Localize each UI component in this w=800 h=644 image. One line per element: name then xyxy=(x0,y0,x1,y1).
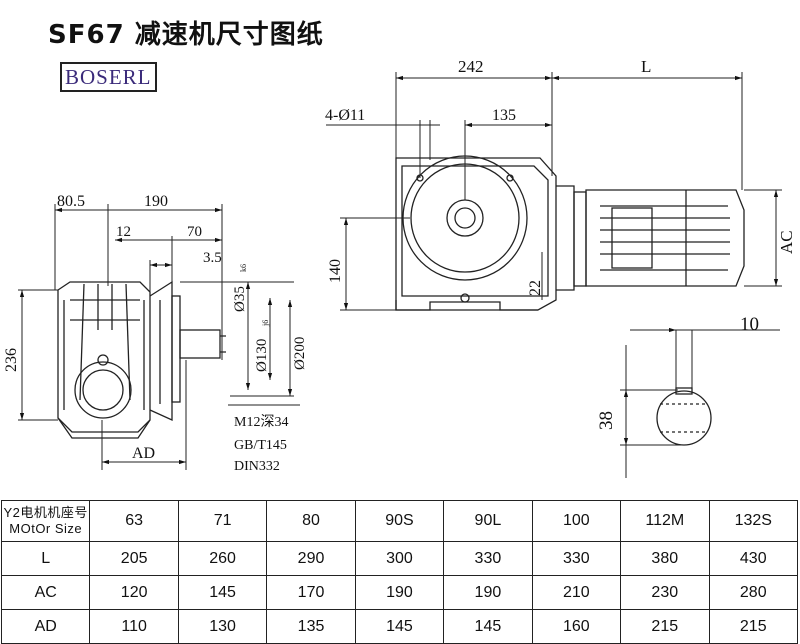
size-cell: 80 xyxy=(266,500,356,542)
dim-l: L xyxy=(641,57,651,76)
table-cell: 120 xyxy=(89,575,179,610)
page-title: SF67 减速机尺寸图纸 xyxy=(48,20,324,50)
dim-10: 10 xyxy=(740,314,759,335)
dim-38: 38 xyxy=(596,411,617,430)
table-cell: 190 xyxy=(443,575,533,610)
side-view xyxy=(57,280,226,439)
front-view xyxy=(395,155,745,311)
dim-130-tolerance: j6 xyxy=(261,320,270,327)
dim-236: 236 xyxy=(3,348,20,372)
size-cell: 100 xyxy=(531,500,622,542)
dim-ac: AC xyxy=(777,230,796,254)
size-cell: 90L xyxy=(443,500,533,542)
table-cell: 160 xyxy=(531,609,622,644)
table-cell: 330 xyxy=(531,541,622,576)
dim-3-5: 3.5 xyxy=(203,250,222,266)
table-row: AC 120 145 170 190 190 210 230 280 xyxy=(0,575,798,610)
table-cell: 330 xyxy=(443,541,533,576)
table-cell: 380 xyxy=(620,541,710,576)
dim-35-tolerance: k6 xyxy=(239,264,248,272)
row-label: AD xyxy=(0,609,91,644)
dim-22: 22 xyxy=(527,280,544,296)
table-row: L 205 260 290 300 330 330 380 430 xyxy=(0,541,798,576)
table-cell: 430 xyxy=(708,541,798,576)
table-cell: 145 xyxy=(443,609,533,644)
header-label-cn: Y2电机机座号 xyxy=(3,505,88,520)
brand-logo: BOSERL xyxy=(60,62,157,92)
technical-drawing: 80.5 190 12 70 3.5 236 AD Ø35 k6 Ø130 j6… xyxy=(3,57,796,478)
dim-130-j6: Ø130 xyxy=(254,339,270,372)
dim-80-5: 80.5 xyxy=(57,193,85,210)
table-cell: 280 xyxy=(708,575,798,610)
table-row: AD 110 130 135 145 145 160 215 215 xyxy=(0,609,798,644)
row-label: AC xyxy=(0,575,91,610)
dim-140: 140 xyxy=(327,259,344,283)
dim-70: 70 xyxy=(187,224,202,240)
motor-size-table: Y2电机机座号 MOtOr Size 63 71 80 90S 90L 100 … xyxy=(0,500,798,644)
table-cell: 230 xyxy=(620,575,710,610)
note-standard-gb: GB/T145 xyxy=(234,438,287,453)
table-cell: 170 xyxy=(266,575,356,610)
dim-ad: AD xyxy=(132,445,155,462)
table-cell: 260 xyxy=(177,541,268,576)
size-cell: 63 xyxy=(89,500,179,542)
header-label-en: MOtOr Size xyxy=(9,521,83,536)
dim-35-k6: Ø35 xyxy=(232,286,248,312)
dim-12: 12 xyxy=(116,224,131,240)
table-cell: 145 xyxy=(177,575,268,610)
table-cell: 135 xyxy=(266,609,356,644)
size-cell: 71 xyxy=(177,500,268,542)
table-cell: 215 xyxy=(708,609,798,644)
dim-242: 242 xyxy=(458,57,484,76)
row-label: L xyxy=(0,541,91,576)
dim-190: 190 xyxy=(144,193,168,210)
dim-200: Ø200 xyxy=(292,337,308,370)
table-cell: 300 xyxy=(354,541,445,576)
shaft-section xyxy=(656,387,712,446)
dim-4-holes: 4-Ø11 xyxy=(325,107,365,124)
note-thread: M12深34 xyxy=(234,414,288,430)
size-cell: 90S xyxy=(354,500,445,542)
table-cell: 205 xyxy=(89,541,179,576)
table-cell: 130 xyxy=(177,609,268,644)
size-cell: 112M xyxy=(620,500,710,542)
table-header-row: Y2电机机座号 MOtOr Size 63 71 80 90S 90L 100 … xyxy=(0,500,798,542)
table-cell: 210 xyxy=(531,575,622,610)
size-cell: 132S xyxy=(708,500,798,542)
table-header-label: Y2电机机座号 MOtOr Size xyxy=(0,500,91,542)
table-cell: 145 xyxy=(354,609,445,644)
table-cell: 290 xyxy=(266,541,356,576)
table-cell: 215 xyxy=(620,609,710,644)
table-cell: 190 xyxy=(354,575,445,610)
dim-135: 135 xyxy=(492,107,516,124)
table-cell: 110 xyxy=(89,609,179,644)
note-standard-din: DIN332 xyxy=(234,459,280,474)
